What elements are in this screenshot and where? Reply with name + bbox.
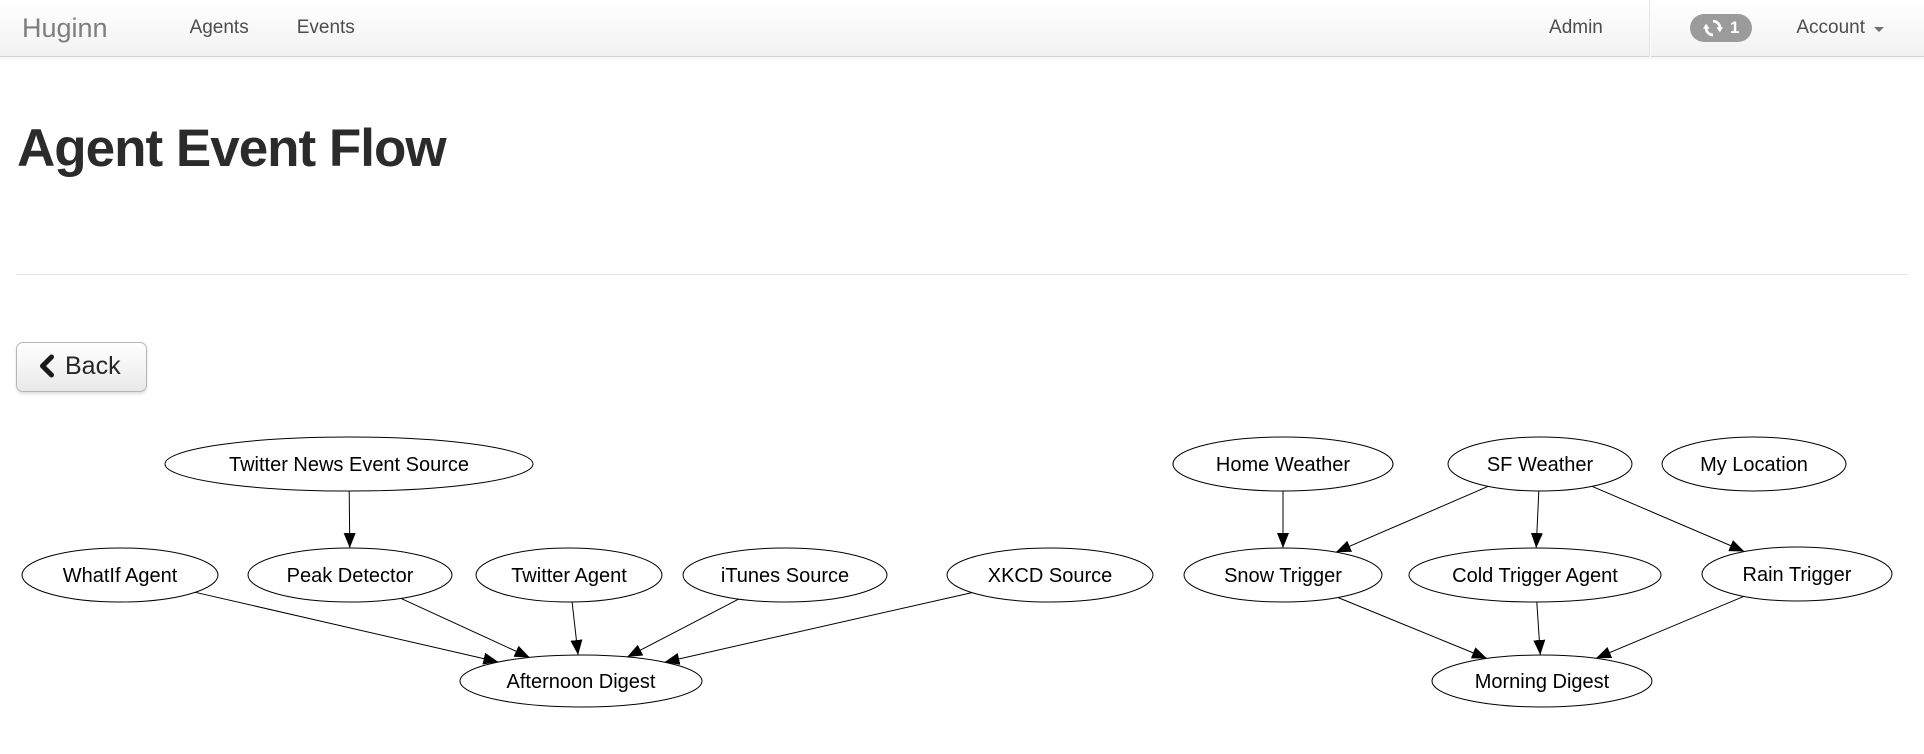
graph-edge-twitter_agent-to-afternoon: [570, 601, 583, 655]
back-button-label: Back: [65, 351, 121, 380]
graph-node-snow: Snow Trigger: [1183, 547, 1383, 603]
account-label: Account: [1796, 17, 1865, 38]
graph-node-label: Cold Trigger Agent: [1452, 565, 1618, 587]
graph-node-whatif: WhatIf Agent: [21, 547, 219, 603]
graph-node-label: iTunes Source: [721, 565, 849, 587]
graph-node-label: SF Weather: [1487, 454, 1594, 476]
graph-node-label: Afternoon Digest: [507, 671, 656, 693]
graph-node-morning: Morning Digest: [1431, 654, 1653, 708]
account-menu[interactable]: Account: [1796, 17, 1884, 39]
graph-node-cold: Cold Trigger Agent: [1408, 547, 1662, 603]
top-navbar: Huginn Agents Events Admin 1 Account: [0, 0, 1924, 57]
navbar-divider: [1648, 0, 1650, 57]
graph-edge-twitter_news-to-peak: [343, 490, 356, 548]
chevron-left-icon: [38, 354, 55, 378]
nav-item-events[interactable]: Events: [296, 17, 355, 38]
brand-huginn[interactable]: Huginn: [22, 12, 108, 43]
back-button[interactable]: Back: [16, 341, 147, 392]
graph-edge-itunes-to-afternoon: [626, 598, 739, 658]
graph-edge-cold-to-morning: [1533, 601, 1546, 655]
graph-node-peak: Peak Detector: [247, 547, 453, 603]
graph-node-label: Morning Digest: [1475, 671, 1610, 693]
event-count: 1: [1729, 18, 1740, 37]
event-queue-badge[interactable]: 1: [1689, 14, 1753, 42]
refresh-icon: [1702, 18, 1723, 38]
graph-edge-whatif-to-afternoon: [195, 591, 499, 665]
graph-node-label: XKCD Source: [988, 565, 1113, 587]
graph-node-rain: Rain Trigger: [1701, 546, 1893, 602]
nav-item-admin[interactable]: Admin: [1549, 17, 1603, 38]
graph-node-home_weather: Home Weather: [1172, 436, 1394, 492]
graph-node-my_location: My Location: [1661, 436, 1847, 492]
graph-edge-rain-to-morning: [1595, 595, 1744, 659]
toolbar: Back: [16, 341, 1924, 392]
graph-node-afternoon: Afternoon Digest: [459, 654, 703, 708]
graph-node-itunes: iTunes Source: [682, 547, 888, 603]
graph-edge-snow-to-morning: [1337, 596, 1488, 659]
caret-down-icon: [1874, 27, 1884, 32]
graph-edge-sf_weather-to-snow: [1335, 485, 1489, 553]
graph-node-label: Rain Trigger: [1743, 564, 1852, 586]
graph-edge-peak-to-afternoon: [400, 597, 530, 658]
graph-node-twitter_agent: Twitter Agent: [475, 547, 663, 603]
graph-node-label: My Location: [1700, 454, 1808, 476]
graph-node-label: Peak Detector: [287, 565, 414, 587]
graph-edge-sf_weather-to-cold: [1530, 490, 1543, 548]
graph-edge-sf_weather-to-rain: [1591, 485, 1745, 552]
graph-edge-xkcd-to-afternoon: [664, 592, 973, 665]
title-divider: [16, 273, 1908, 275]
graph-node-label: Home Weather: [1216, 454, 1350, 476]
graph-node-label: Twitter Agent: [511, 565, 627, 587]
graph-node-label: Snow Trigger: [1224, 565, 1342, 587]
nav-item-agents[interactable]: Agents: [189, 17, 249, 38]
page-title: Agent Event Flow: [17, 119, 447, 178]
graph-node-sf_weather: SF Weather: [1447, 436, 1633, 492]
graph-node-twitter_news: Twitter News Event Source: [164, 436, 534, 492]
graph-node-label: WhatIf Agent: [63, 565, 178, 587]
graph-node-xkcd: XKCD Source: [946, 547, 1154, 603]
graph-node-label: Twitter News Event Source: [229, 454, 469, 476]
